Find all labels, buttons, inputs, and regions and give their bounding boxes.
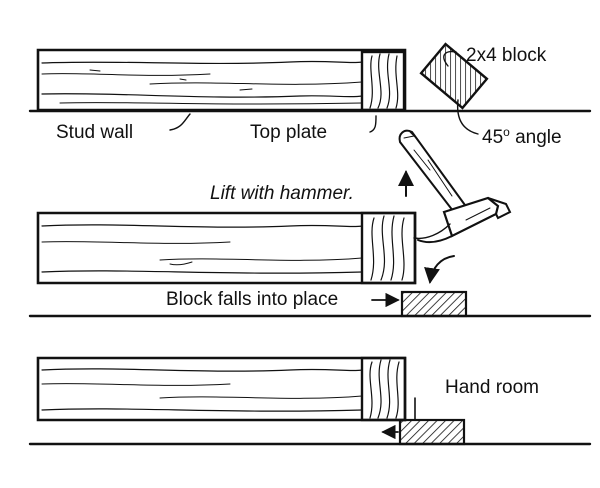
label-top-plate: Top plate [250, 122, 328, 143]
block-angled [419, 42, 489, 110]
stud-wall-leader [169, 113, 191, 131]
label-stud-wall: Stud wall [56, 122, 134, 143]
block-placed [398, 418, 466, 446]
label-angle-value: 45 [482, 127, 504, 148]
stud-wall-1 [36, 48, 407, 112]
label-2x4-block: 2x4 block [466, 45, 547, 66]
label-lift-with-hammer: Lift with hammer. [210, 183, 354, 204]
block-fallen [400, 290, 468, 318]
label-hand-room: Hand room [445, 377, 539, 398]
label-angle-degree: o [503, 125, 510, 139]
label-block-falls: Block falls into place [166, 289, 339, 310]
label-angle-word: angle [509, 127, 562, 148]
top-plate-1 [360, 50, 406, 112]
top-plate-3 [360, 356, 407, 422]
stud-wall-3 [36, 356, 407, 422]
top-plate-2 [360, 211, 417, 285]
angle-leader [456, 99, 479, 135]
hammer [398, 129, 512, 244]
fall-arrow [424, 255, 455, 284]
stud-wall-2 [36, 211, 417, 285]
block-leader [443, 50, 457, 67]
top-plate-leader [369, 115, 377, 133]
label-angle: 45o angle [482, 125, 562, 148]
